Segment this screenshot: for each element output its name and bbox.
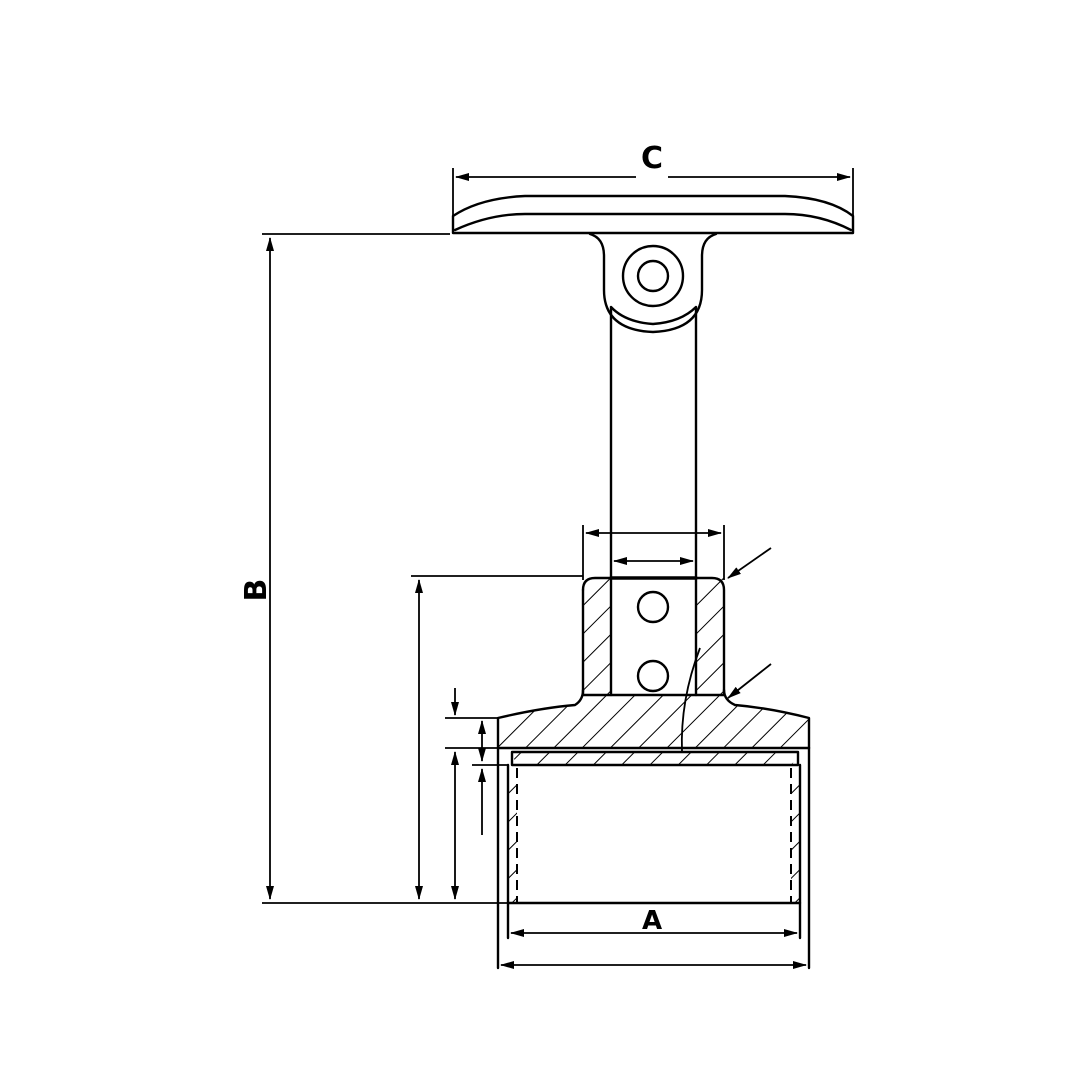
secondary-dimensions bbox=[411, 575, 583, 900]
leader-lines bbox=[727, 547, 772, 699]
socket-tube bbox=[496, 746, 811, 970]
set-screw-icon bbox=[636, 590, 670, 624]
dimension-a: A bbox=[500, 906, 807, 969]
set-screw-icon bbox=[636, 659, 670, 693]
pivot-outer-ring bbox=[621, 244, 685, 308]
dimension-b: B bbox=[239, 233, 508, 904]
base-flange bbox=[496, 688, 811, 767]
dimension-label-c: C bbox=[641, 141, 663, 176]
dimension-label-b: B bbox=[239, 579, 274, 602]
stem bbox=[609, 306, 698, 697]
dimension-c: C bbox=[452, 141, 854, 232]
stem-dimensions bbox=[582, 525, 725, 580]
saddle-plate bbox=[451, 194, 855, 235]
pivot-pin bbox=[636, 259, 670, 293]
dimension-label-a: A bbox=[642, 906, 662, 936]
swivel-joint bbox=[588, 232, 718, 334]
